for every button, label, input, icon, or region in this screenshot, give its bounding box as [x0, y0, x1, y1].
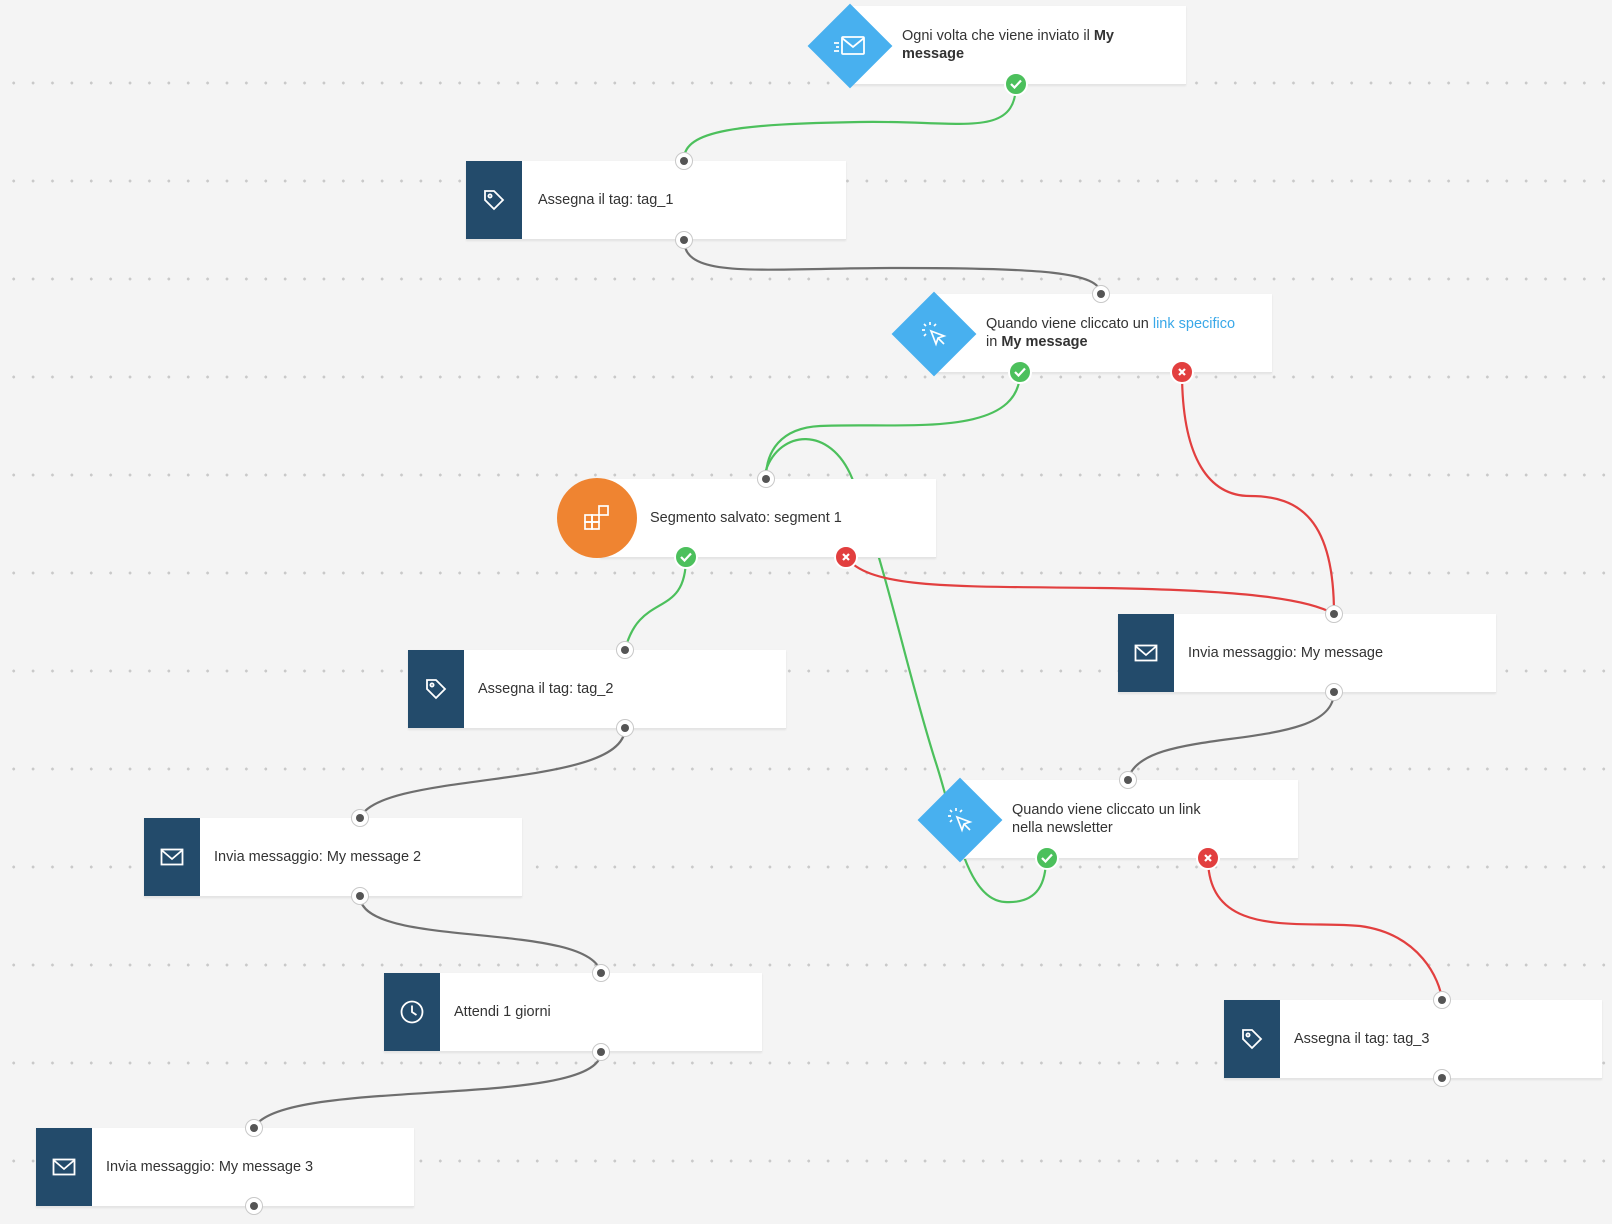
connector-yes: [623, 555, 688, 652]
connector: [682, 238, 1103, 296]
node-label: Invia messaggio: My message 2: [214, 849, 422, 865]
node-label: Assegna il tag: tag_3: [1294, 1031, 1430, 1047]
saved-segment-node[interactable]: Segmento salvato: segment 1: [600, 479, 936, 558]
connector: [1126, 690, 1336, 782]
yes-outlet-badge[interactable]: [1035, 846, 1059, 870]
output-port[interactable]: [245, 1197, 263, 1215]
node-label: Ogni volta che viene inviato il My messa…: [902, 28, 1114, 62]
output-port[interactable]: [592, 1043, 610, 1061]
tag-icon: [408, 650, 464, 728]
envelope-send-icon: [808, 4, 892, 88]
node-label: Assegna il tag: tag_1: [538, 192, 674, 208]
tag-icon: [1224, 1000, 1280, 1078]
connector-yes: [682, 82, 1018, 162]
output-port[interactable]: [675, 231, 693, 249]
input-port[interactable]: [757, 470, 775, 488]
connector-no: [1180, 370, 1336, 616]
input-port[interactable]: [1119, 771, 1137, 789]
no-outlet-badge[interactable]: [1196, 846, 1220, 870]
connector-yes: [764, 370, 1022, 480]
connector: [358, 894, 603, 975]
output-port[interactable]: [616, 719, 634, 737]
tag-icon: [466, 161, 522, 239]
input-port[interactable]: [1433, 991, 1451, 1009]
input-port[interactable]: [245, 1119, 263, 1137]
assign-tag-1-node[interactable]: Assegna il tag: tag_1: [466, 161, 846, 240]
assign-tag-3-node[interactable]: Assegna il tag: tag_3: [1224, 1000, 1602, 1079]
output-port[interactable]: [351, 887, 369, 905]
envelope-icon: [144, 818, 200, 896]
no-outlet-badge[interactable]: [1170, 360, 1194, 384]
wait-days-node[interactable]: Attendi 1 giorni: [384, 973, 762, 1052]
newsletter-link-clicked-condition-node[interactable]: Quando viene cliccato un link nella news…: [960, 780, 1298, 859]
assign-tag-2-node[interactable]: Assegna il tag: tag_2: [408, 650, 786, 729]
send-my-message-node[interactable]: Invia messaggio: My message: [1118, 614, 1496, 693]
link-clicked-condition-node[interactable]: Quando viene cliccato un link specifico …: [934, 294, 1272, 373]
envelope-icon: [36, 1128, 92, 1206]
yes-outlet-badge[interactable]: [1004, 72, 1028, 96]
segment-icon[interactable]: [557, 478, 637, 558]
node-label: Quando viene cliccato un link specifico …: [986, 316, 1236, 350]
input-port[interactable]: [1325, 605, 1343, 623]
input-port[interactable]: [616, 641, 634, 659]
output-port[interactable]: [1433, 1069, 1451, 1087]
node-label: Attendi 1 giorni: [454, 1004, 551, 1020]
node-label: Segmento salvato: segment 1: [650, 510, 842, 526]
connector: [358, 726, 627, 820]
node-label: Invia messaggio: My message: [1188, 645, 1384, 661]
input-port[interactable]: [351, 809, 369, 827]
clock-icon: [384, 973, 440, 1051]
envelope-icon: [1118, 614, 1174, 692]
connector-no: [844, 555, 1336, 616]
specific-link[interactable]: link specifico: [1152, 316, 1236, 332]
input-port[interactable]: [675, 152, 693, 170]
output-port[interactable]: [1325, 683, 1343, 701]
connector: [252, 1050, 603, 1130]
yes-outlet-badge[interactable]: [674, 545, 698, 569]
node-label: Assegna il tag: tag_2: [478, 681, 614, 697]
cursor-click-icon: [918, 778, 1002, 862]
send-my-message-3-node[interactable]: Invia messaggio: My message 3: [36, 1128, 414, 1207]
node-label: Invia messaggio: My message 3: [106, 1159, 314, 1175]
input-port[interactable]: [1092, 285, 1110, 303]
connector-no: [1206, 856, 1444, 1002]
send-my-message-2-node[interactable]: Invia messaggio: My message 2: [144, 818, 522, 897]
connector-yes: [764, 438, 1048, 904]
no-outlet-badge[interactable]: [834, 545, 858, 569]
input-port[interactable]: [592, 964, 610, 982]
cursor-click-icon: [892, 292, 976, 376]
yes-outlet-badge[interactable]: [1008, 360, 1032, 384]
node-label: Quando viene cliccato un link nella news…: [1012, 802, 1201, 836]
trigger-message-sent-node[interactable]: Ogni volta che viene inviato il My messa…: [850, 6, 1186, 85]
